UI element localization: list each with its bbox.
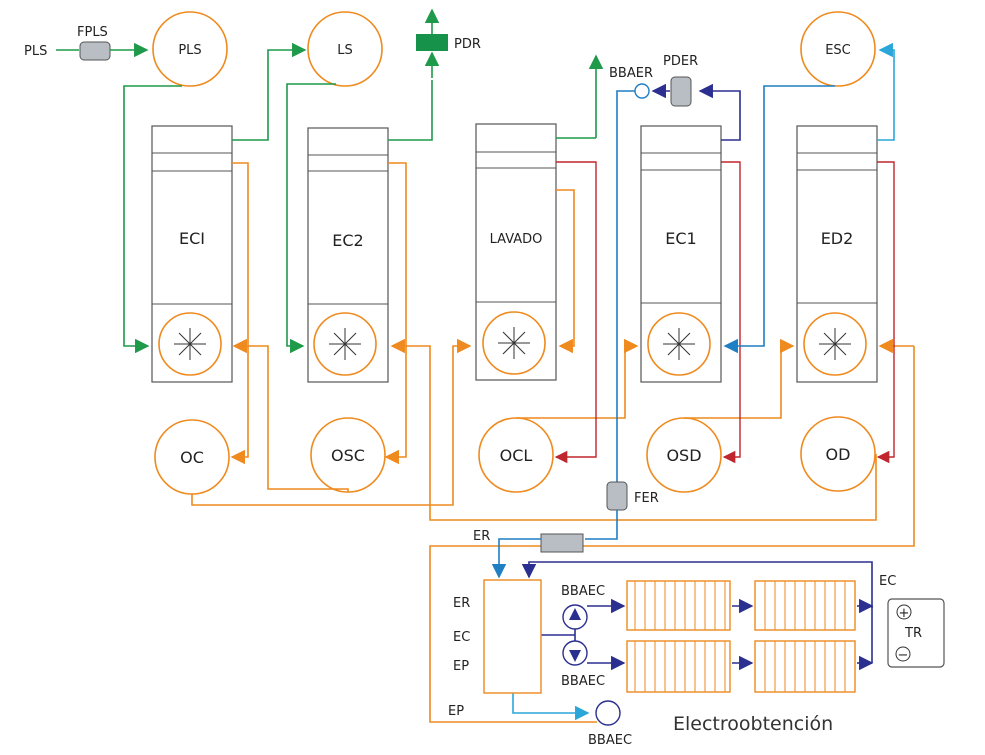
- ls-to-ec2-line: [286, 83, 336, 354]
- tank-esc-label: ESC: [825, 43, 851, 58]
- bbaec-bottom-label: BBAEC: [588, 733, 632, 748]
- bbaec-pump-bottom[interactable]: [562, 640, 588, 666]
- ep-to-pump-line: [512, 693, 590, 721]
- ew-cells-row1-a[interactable]: [626, 580, 731, 631]
- osc-to-eci-line: [232, 338, 349, 492]
- ew-tank[interactable]: [483, 579, 542, 694]
- mixer-impeller-icon: [647, 312, 711, 376]
- bbaer-pump[interactable]: [634, 83, 650, 99]
- tank-od-label: OD: [826, 445, 851, 464]
- fer-down-line: [585, 510, 618, 540]
- tank-oc[interactable]: OC: [154, 419, 230, 495]
- tank-ls-label: LS: [337, 43, 353, 58]
- tank-oc-label: OC: [180, 448, 204, 467]
- eci-to-ls-line: [232, 42, 307, 141]
- bbaec-pump-outlet[interactable]: [595, 700, 621, 726]
- mixer-impeller-icon: [158, 312, 222, 376]
- esc-to-ec1-line: [723, 85, 835, 354]
- lavado-to-ocl-line: [554, 161, 597, 464]
- bbaer-to-fer-line: [616, 90, 635, 482]
- fpls-filter[interactable]: [79, 41, 111, 61]
- ew-cells-row2-b[interactable]: [754, 640, 856, 693]
- tank-osd[interactable]: OSD: [646, 417, 722, 493]
- ep-line-label: EP: [448, 704, 464, 719]
- eci-to-oc-line: [230, 162, 249, 465]
- bbaec-pump-top[interactable]: [562, 604, 588, 630]
- tank-pls-label: PLS: [178, 43, 201, 58]
- unit-eci[interactable]: ECI: [151, 125, 233, 383]
- er-label: ER: [473, 529, 490, 544]
- fer-label: FER: [634, 491, 659, 506]
- er-to-tank-line: [491, 538, 541, 579]
- ew-ep-label: EP: [453, 659, 469, 674]
- ew-ec-label: EC: [453, 630, 470, 645]
- ec2-to-osc-line: [384, 162, 407, 465]
- oc-to-lavado-line: [191, 338, 472, 506]
- minus-symbol: −: [898, 648, 909, 663]
- osd-to-ed2-line: [684, 338, 795, 419]
- tank-osc-label: OSC: [331, 446, 365, 465]
- tank-osc[interactable]: OSC: [310, 417, 386, 493]
- rectifier-tr[interactable]: + TR −: [887, 598, 945, 668]
- tr-label: TR: [904, 626, 922, 641]
- unit-lavado-label: LAVADO: [490, 232, 543, 247]
- ec1-to-osd-line: [721, 161, 741, 464]
- bbaec-top-label: BBAEC: [561, 584, 605, 599]
- tank-esc[interactable]: ESC: [800, 11, 876, 87]
- pder-filter[interactable]: [670, 76, 692, 107]
- unit-ed2-label: ED2: [821, 229, 854, 248]
- unit-ed2[interactable]: ED2: [796, 125, 878, 383]
- tank-ocl-label: OCL: [500, 446, 533, 465]
- unit-ec1-label: EC1: [665, 229, 696, 248]
- unit-ec2[interactable]: EC2: [307, 127, 389, 383]
- pls-inlet-label: PLS: [24, 44, 47, 59]
- mixer-impeller-icon: [313, 312, 377, 376]
- unit-ec1[interactable]: EC1: [640, 125, 722, 383]
- ew-cells-row1-b[interactable]: [754, 580, 856, 631]
- bbaec-mid-label: BBAEC: [561, 674, 605, 689]
- ed2-to-od-line: [876, 161, 895, 464]
- fpls-label: FPLS: [77, 25, 108, 40]
- tank-osd-label: OSD: [666, 446, 701, 465]
- od-to-ew-line: [429, 346, 915, 723]
- unit-ec2-label: EC2: [332, 231, 363, 250]
- pdr-box[interactable]: [416, 34, 448, 51]
- pder-label: PDER: [663, 54, 698, 69]
- fer-filter[interactable]: [606, 481, 628, 511]
- ec-return-line: [521, 561, 873, 608]
- mixer-impeller-icon: [482, 311, 546, 375]
- ew-title: Electroobtención: [673, 713, 833, 735]
- ew-cells-row2-a[interactable]: [626, 640, 731, 693]
- ew-ec-right-label: EC: [879, 574, 896, 589]
- ocl-to-ec1-line: [516, 338, 639, 419]
- pdr-label: PDR: [454, 37, 481, 52]
- ec2-to-pdr-line: [388, 80, 433, 141]
- ec1-to-pder-line: [698, 83, 741, 141]
- plus-icon: [896, 604, 912, 620]
- er-filter[interactable]: [540, 533, 584, 553]
- tank-pls[interactable]: PLS: [152, 11, 228, 87]
- ed2-to-esc-line: [877, 42, 895, 141]
- minus-icon: [895, 646, 911, 662]
- ew-er-label: ER: [453, 596, 470, 611]
- tank-od[interactable]: OD: [800, 416, 876, 492]
- pls-to-eci-line: [123, 85, 182, 354]
- arrow-down-icon: [569, 650, 581, 662]
- unit-lavado[interactable]: LAVADO: [475, 123, 557, 381]
- tank-ocl[interactable]: OCL: [478, 417, 554, 493]
- lavado-recycle-line: [556, 189, 575, 354]
- unit-eci-label: ECI: [179, 229, 205, 248]
- bbaer-label: BBAER: [609, 66, 653, 81]
- arrow-up-icon: [569, 608, 581, 620]
- od-to-ec2-line: [390, 338, 877, 521]
- tank-ls[interactable]: LS: [307, 11, 383, 87]
- plus-symbol: +: [899, 606, 910, 621]
- mixer-impeller-icon: [803, 312, 867, 376]
